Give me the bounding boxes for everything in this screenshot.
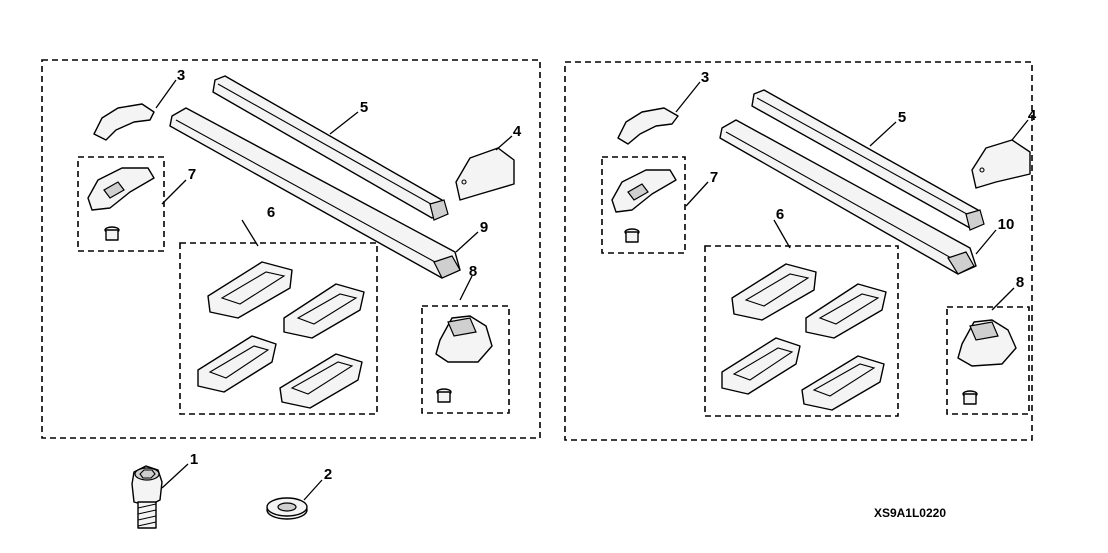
right-bracket-box-part-7 <box>601 156 686 254</box>
left-mount-box-part-8 <box>421 305 510 414</box>
left-callout-3: 3 <box>177 67 185 84</box>
bolt-part-1 <box>131 465 163 529</box>
left-pads <box>197 261 365 409</box>
left-callout-4: 4 <box>513 123 522 140</box>
right-pads <box>721 263 887 411</box>
right-crossbars <box>719 89 985 275</box>
right-kit-outline <box>564 61 1033 441</box>
left-callout-9: 9 <box>480 219 488 236</box>
right-callout-7: 7 <box>710 169 718 186</box>
left-crossbars <box>169 75 461 279</box>
diagram-code: XS9A1L0220 <box>874 506 946 520</box>
right-kit: 3 5 4 6 7 8 10 <box>564 61 1037 441</box>
right-callout-5: 5 <box>898 109 906 126</box>
left-kit: 3 5 4 6 7 8 9 <box>41 59 541 439</box>
right-pads-box-part-6 <box>704 245 899 417</box>
left-callout-7: 7 <box>188 166 196 183</box>
left-end-cover-part-4 <box>455 147 515 201</box>
callout-2: 2 <box>324 466 332 483</box>
right-end-cap-part-3 <box>617 107 679 145</box>
left-pads-box-part-6 <box>179 242 378 415</box>
left-kit-outline <box>41 59 541 439</box>
left-end-cap-part-3 <box>93 103 155 141</box>
right-end-cover-part-4 <box>971 139 1031 189</box>
left-callout-6: 6 <box>267 204 275 221</box>
right-callout-4: 4 <box>1028 107 1037 124</box>
left-callout-5: 5 <box>360 99 368 116</box>
left-bolt-part-7 <box>104 226 120 241</box>
left-bolt-part-8 <box>436 388 452 403</box>
right-callout-6: 6 <box>776 206 784 223</box>
left-callout-8: 8 <box>469 263 477 280</box>
callout-1: 1 <box>190 451 198 468</box>
washer-part-2 <box>266 497 308 520</box>
right-bolt-part-8 <box>962 390 978 405</box>
right-callout-8: 8 <box>1016 274 1024 291</box>
right-callout-3: 3 <box>701 69 709 86</box>
right-callout-10: 10 <box>998 216 1015 233</box>
right-bolt-part-7 <box>624 228 640 243</box>
left-bracket-box-part-7 <box>77 156 165 252</box>
right-mount-box-part-8 <box>946 306 1030 415</box>
